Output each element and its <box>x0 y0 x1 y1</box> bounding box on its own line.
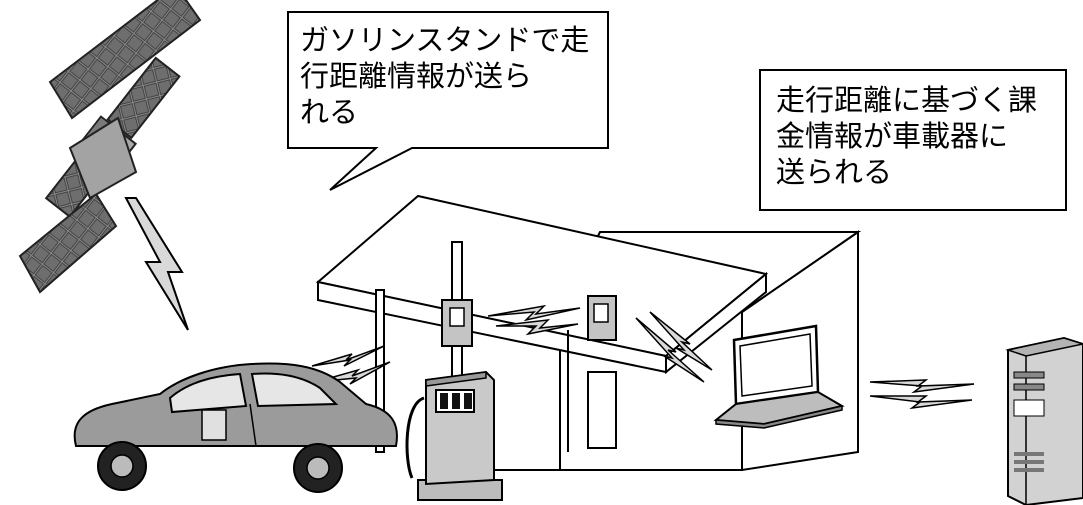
car-icon <box>73 362 398 493</box>
callout-bubble-gas-station <box>287 11 609 191</box>
callout-gas-station-text: ガソリンスタンドで走 行距離情報が送ら れる <box>300 23 590 129</box>
callout-billing-text: 走行距離に基づく課 金情報が車載器に 送られる <box>776 83 1038 189</box>
server-icon <box>1005 336 1083 505</box>
laptop-icon <box>713 324 845 429</box>
fuel-pump-icon <box>405 370 503 501</box>
wireless-signal-icon <box>124 197 189 331</box>
callout-box-billing <box>759 69 1067 211</box>
satellite-icon <box>18 0 202 294</box>
